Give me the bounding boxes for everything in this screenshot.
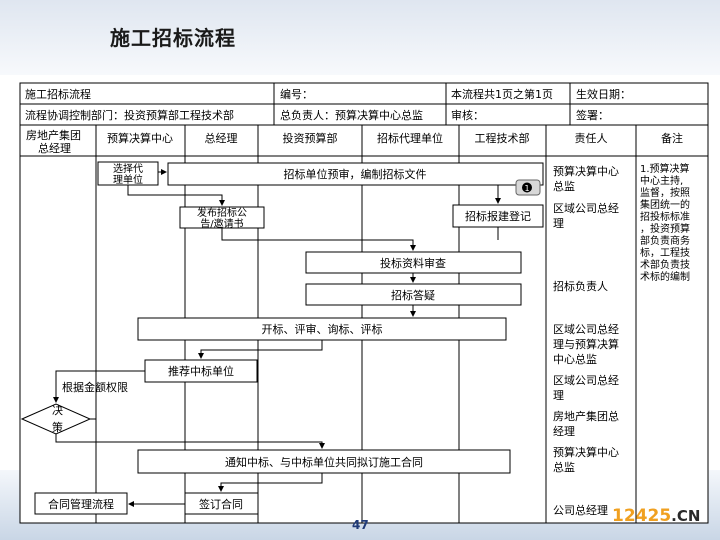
column-investment-dept: 投资预算部 — [283, 131, 338, 145]
responsible-3: 招标负责人 — [553, 279, 608, 293]
svg-text:招标单位预审，编制招标文件: 招标单位预审，编制招标文件 — [284, 167, 427, 181]
step-notify — [137, 449, 511, 474]
responsible-5b: 理 — [553, 389, 564, 402]
header-owner: 总负责人：预算决算中心总监 — [280, 108, 423, 122]
column-gm: 总经理 — [205, 131, 238, 145]
responsible-1b: 总监 — [553, 179, 575, 193]
header-band — [0, 0, 720, 75]
svg-text:策: 策 — [52, 420, 63, 434]
svg-text:决: 决 — [52, 404, 63, 417]
label-by-amount: 根据金额权限 — [62, 380, 128, 394]
svg-text:，投资预算: ，投资预算 — [640, 222, 690, 235]
header-sign: 签署： — [576, 108, 609, 122]
column-responsible: 责任人 — [575, 132, 608, 145]
column-budget-center: 预算决算中心 — [107, 131, 173, 145]
step-prequalify — [167, 162, 544, 186]
responsible-5: 区域公司总经 — [553, 373, 619, 387]
svg-text:理单位: 理单位 — [113, 173, 143, 186]
svg-text:招标报建登记: 招标报建登记 — [465, 209, 531, 223]
svg-text:监督，按照: 监督，按照 — [640, 186, 690, 199]
watermark-logo: 12425.CN — [612, 506, 701, 526]
responsible-6b: 经理 — [553, 425, 575, 438]
responsible-8: 公司总经理 — [553, 503, 608, 517]
svg-text:标，工程技: 标，工程技 — [640, 246, 690, 259]
svg-text:选择代: 选择代 — [113, 162, 143, 175]
responsible-4: 区域公司总经 — [553, 322, 619, 336]
header-page-info: 本流程共1页之第1页 — [451, 87, 553, 101]
svg-text:开标、评审、询标、评标: 开标、评审、询标、评标 — [262, 322, 383, 336]
note-text: 1.预算决算 中心主持, 监督，按照 集团统一的 招投标标准 ，投资预算 部负责… — [640, 162, 690, 283]
responsible-1: 预算决算中心 — [553, 164, 619, 178]
column-group-gm-line2: 总经理 — [38, 141, 71, 155]
header-review: 审核： — [451, 108, 484, 122]
svg-text:术部负责技: 术部负责技 — [640, 258, 690, 271]
responsible-4c: 中心总监 — [553, 352, 597, 366]
responsible-7: 预算决算中心 — [553, 445, 619, 459]
responsible-2: 区域公司总经 — [553, 201, 619, 215]
svg-text:1.预算决算: 1.预算决算 — [640, 162, 690, 175]
svg-text:投标资料审查: 投标资料审查 — [380, 256, 446, 270]
column-notes: 备注 — [661, 131, 683, 145]
responsible-4b: 理与预算决算 — [553, 337, 619, 351]
svg-text:告/邀请书: 告/邀请书 — [200, 217, 243, 230]
responsible-6: 房地产集团总 — [553, 409, 619, 423]
svg-text:通知中标、与中标单位共同拟订施工合同: 通知中标、与中标单位共同拟订施工合同 — [225, 455, 423, 469]
column-tender-agent: 招标代理单位 — [377, 131, 443, 145]
header-effective-date: 生效日期： — [576, 87, 631, 101]
header-number-label: 编号： — [280, 87, 313, 101]
svg-text:1: 1 — [524, 184, 529, 193]
svg-text:术标的编制: 术标的编制 — [640, 270, 690, 283]
svg-text:中心主持,: 中心主持, — [640, 174, 683, 187]
note-badge-icon — [522, 182, 532, 193]
page-title: 施工招标流程 — [110, 26, 236, 50]
responsible-2b: 理 — [553, 217, 564, 230]
step-contract-management — [34, 492, 128, 515]
header-coordinating-dept: 流程协调控制部门：投资预算部工程技术部 — [25, 108, 234, 122]
column-group-gm-line1: 房地产集团 — [26, 128, 81, 142]
svg-text:合同管理流程: 合同管理流程 — [48, 497, 114, 511]
svg-text:推荐中标单位: 推荐中标单位 — [168, 364, 234, 378]
svg-text:部负责商务: 部负责商务 — [640, 234, 690, 247]
svg-text:发布招标公: 发布招标公 — [197, 206, 247, 219]
svg-text:集团统一的: 集团统一的 — [640, 198, 690, 211]
svg-text:招标答疑: 招标答疑 — [391, 288, 435, 302]
svg-text:签订合同: 签订合同 — [199, 497, 243, 511]
header-process-name: 施工招标流程 — [25, 87, 91, 101]
svg-text:招投标标准: 招投标标准 — [640, 210, 690, 223]
column-engineering-dept: 工程技术部 — [475, 131, 530, 145]
responsible-7b: 总监 — [553, 460, 575, 474]
page-number: 47 — [352, 518, 369, 532]
